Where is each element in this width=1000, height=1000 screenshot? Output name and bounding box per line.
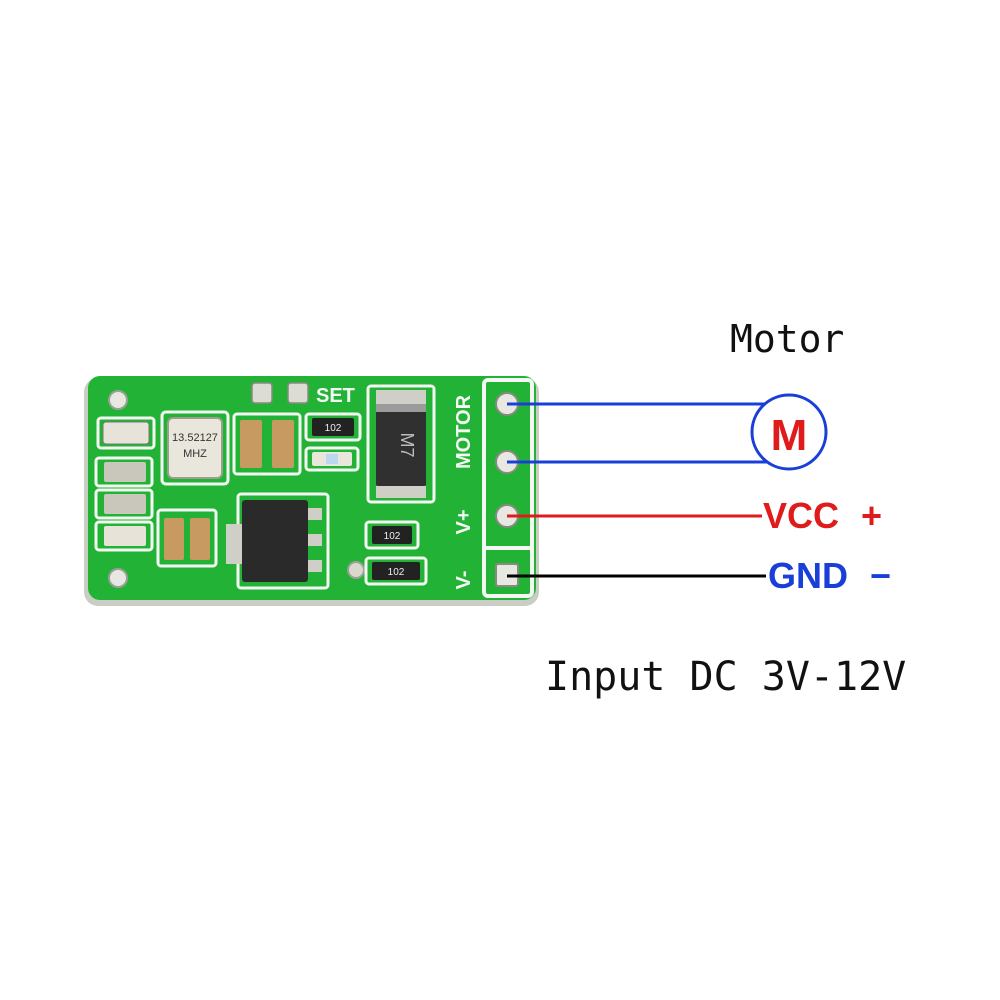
diode-lead-top: [376, 390, 426, 408]
resistor-r1: [104, 462, 146, 482]
resistor-r4: [372, 526, 412, 544]
crystal: [167, 417, 223, 479]
resistor-r3: [312, 418, 354, 436]
resistor-r4-marking: 102: [384, 531, 401, 542]
set-pad-1: [251, 382, 273, 404]
diode-marking: M7: [397, 432, 417, 457]
silk-vminus: V-: [453, 571, 475, 590]
resistor-r5: [372, 562, 420, 580]
pcb-board: SET 13.52127 MHZ 102: [84, 376, 539, 606]
mount-hole-top: [108, 390, 128, 410]
motor-label: Motor: [730, 317, 845, 361]
resistor-r2: [104, 494, 146, 514]
regulator-pin-2: [308, 534, 322, 546]
diode-band: [376, 404, 426, 412]
cap-c4: [190, 518, 210, 560]
regulator-pin-1: [308, 508, 322, 520]
silk-box-c5: [232, 412, 302, 476]
resistor-r5-marking: 102: [388, 567, 405, 578]
cap-c5: [240, 420, 262, 468]
set-pad-2: [287, 382, 309, 404]
motor-icon: [750, 393, 828, 471]
motor-wire-2: [507, 450, 783, 464]
silk-set: SET: [316, 385, 355, 407]
cap-c6: [272, 420, 294, 468]
silk-box-r2: [94, 488, 154, 520]
regulator-body: [242, 500, 308, 582]
via-hole: [347, 561, 365, 579]
terminal-strip-outline: [482, 378, 534, 598]
regulator-pin-3: [308, 560, 322, 572]
gnd-sign: −: [870, 555, 892, 596]
silk-box-c3: [156, 508, 218, 568]
gnd-text: GND: [768, 555, 848, 596]
led-lens: [326, 454, 338, 464]
silk-box-crystal: [160, 410, 230, 486]
motor-symbol-letter: M: [771, 411, 808, 460]
input-voltage-label: Input DC 3V-12V: [545, 654, 907, 700]
cap-c3: [164, 518, 184, 560]
silk-box-diode: [366, 384, 436, 504]
silk-box-r1: [94, 456, 154, 488]
silk-box-c2: [94, 520, 154, 552]
silk-box-r5: [364, 556, 428, 586]
cap-c2: [104, 526, 146, 546]
regulator-tab: [226, 524, 242, 564]
mount-hole-bottom: [108, 568, 128, 588]
silk-box-r4: [364, 520, 420, 550]
silk-box-led: [304, 446, 360, 472]
resistor-r3-marking: 102: [325, 423, 342, 434]
crystal-label-freq: 13.52127: [172, 432, 218, 444]
silk-motor: MOTOR: [453, 394, 475, 469]
gnd-label: GND−: [768, 558, 891, 594]
motor-wire-1: [507, 402, 781, 410]
silk-box-c1: [96, 416, 156, 450]
crystal-label-unit: MHZ: [183, 448, 207, 460]
vcc-label: VCC +: [763, 498, 882, 534]
vcc-sign: +: [861, 495, 883, 536]
diode-lead-bottom: [376, 486, 426, 498]
silk-vplus: V+: [453, 509, 475, 534]
cap-c1: [102, 421, 150, 445]
silk-box-r3: [304, 412, 362, 442]
vcc-text: VCC: [763, 495, 840, 536]
diode-body: [376, 404, 426, 486]
